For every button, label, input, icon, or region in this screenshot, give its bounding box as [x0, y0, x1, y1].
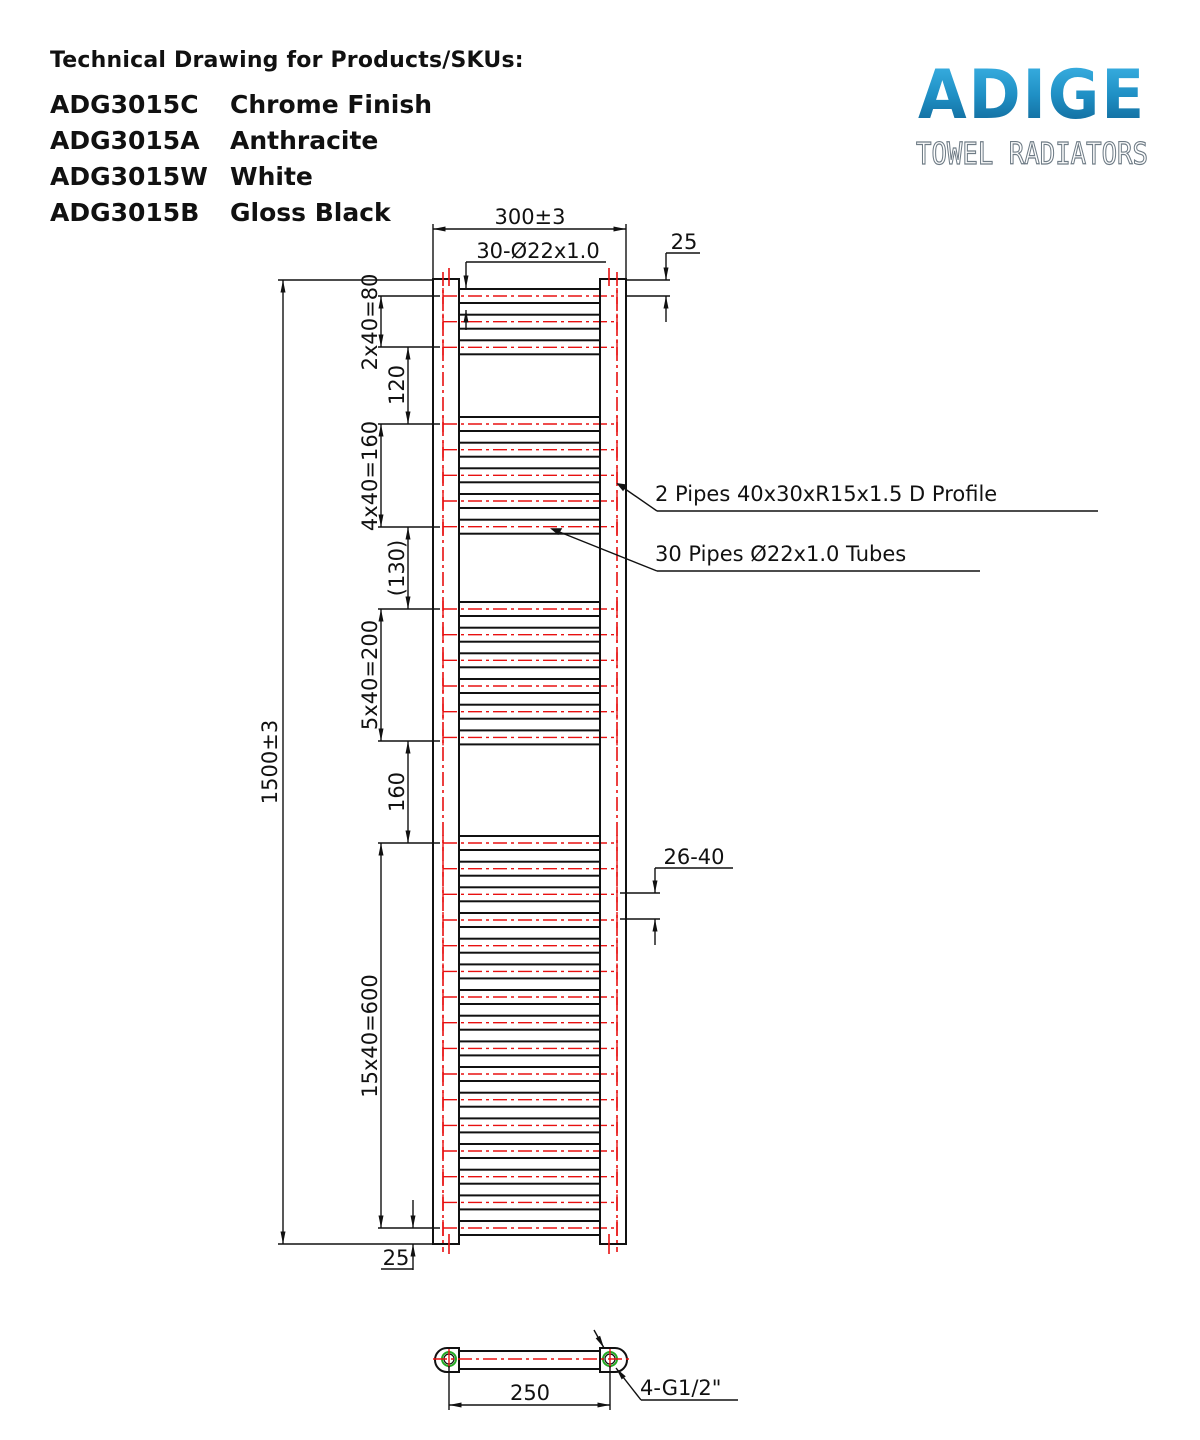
dim-section-label: (130): [385, 540, 409, 596]
heating-tubes: [442, 288, 618, 1236]
sku-finish: Chrome Finish: [230, 90, 433, 119]
sku-row: ADG3015B Gloss Black: [50, 195, 524, 231]
dim-overall-width: [432, 224, 627, 279]
sku-code: ADG3015B: [50, 198, 200, 227]
plan-view: [433, 1329, 738, 1410]
callout-tubes-label: 30 Pipes Ø22x1.0 Tubes: [655, 542, 906, 566]
sku-finish: White: [230, 162, 313, 191]
dim-tube-spec-label: 30-Ø22x1.0: [476, 239, 599, 263]
dim-bottom-offset-label: 25: [383, 1246, 410, 1270]
callout-rails: [616, 483, 1098, 512]
dim-overall-height: [278, 279, 433, 1245]
dim-section-label: 4x40=160: [358, 421, 382, 531]
page-title: Technical Drawing for Products/SKUs:: [50, 48, 524, 73]
callout-rails-label: 2 Pipes 40x30xR15x1.5 D Profile: [655, 482, 997, 506]
dim-wall-gap-label: 26-40: [663, 845, 724, 869]
dim-pipe-centres-label: 250: [510, 1381, 550, 1405]
dim-section-label: 160: [385, 772, 409, 812]
section-dimension-lines: [378, 296, 411, 1228]
header: Technical Drawing for Products/SKUs: ADG…: [50, 48, 524, 231]
dim-section-label: 15x40=600: [358, 974, 382, 1098]
dim-section-label: 5x40=200: [358, 620, 382, 730]
sku-code: ADG3015C: [50, 90, 199, 119]
dim-bottom-offset: [381, 1200, 416, 1270]
sku-row: ADG3015W White: [50, 159, 524, 195]
dim-overall-height-label: 1500±3: [258, 720, 282, 804]
rail-centerlines: [442, 272, 618, 1252]
dim-wall-gap: [620, 867, 733, 945]
section-extension-lines: [378, 295, 440, 1229]
logo-brand-text: ADIGE: [918, 56, 1146, 135]
dim-section-label: 2x40=80: [358, 274, 382, 371]
dim-top-offset: [626, 252, 700, 322]
dim-overall-width-label: 300±3: [494, 205, 565, 229]
sku-row: ADG3015C Chrome Finish: [50, 87, 524, 123]
sku-finish: Gloss Black: [230, 198, 391, 227]
sku-code: ADG3015A: [50, 126, 200, 155]
side-rails: [432, 278, 627, 1245]
sku-row: ADG3015A Anthracite: [50, 123, 524, 159]
dim-section-label: 120: [385, 365, 409, 405]
rail-port-ticks: [448, 268, 610, 1254]
callout-tubes: [550, 528, 980, 572]
logo-tagline-text: TOWEL RADIATORS: [916, 137, 1148, 172]
dim-top-offset-label: 25: [671, 230, 698, 254]
dim-connections-label: 4-G1/2": [640, 1376, 721, 1400]
sku-code: ADG3015W: [50, 162, 208, 191]
sku-finish: Anthracite: [230, 126, 379, 155]
dim-tube-spec: [463, 261, 606, 330]
brand-logo: ADIGE TOWEL RADIATORS: [915, 56, 1148, 172]
